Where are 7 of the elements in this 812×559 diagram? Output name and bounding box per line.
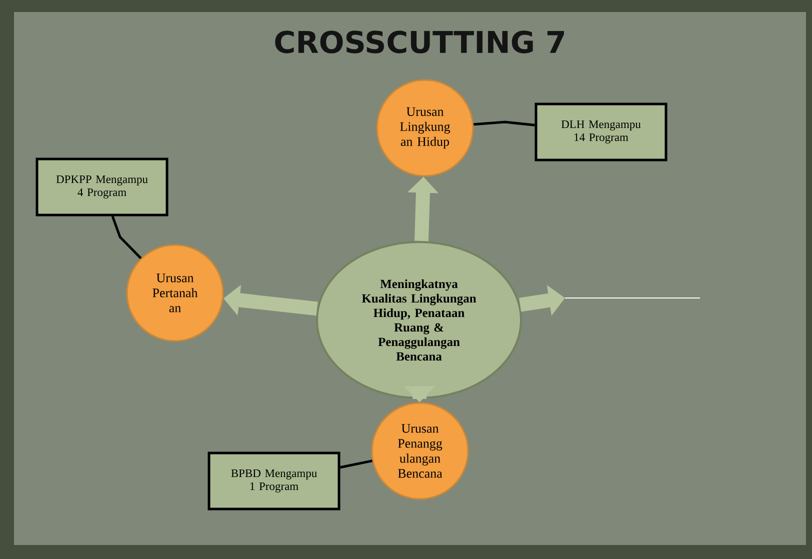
- leader-line: [340, 460, 372, 469]
- agency-box: DPKPP Mengampu 4 Program: [36, 158, 168, 216]
- title: CROSSCUTTING 7: [275, 30, 564, 54]
- leader-line: [111, 216, 142, 260]
- agency-box: DLH Mengampu 14 Program: [534, 102, 668, 162]
- leader-line: [474, 120, 535, 126]
- agency-box: BPBD Mengampu 1 Program: [208, 452, 340, 510]
